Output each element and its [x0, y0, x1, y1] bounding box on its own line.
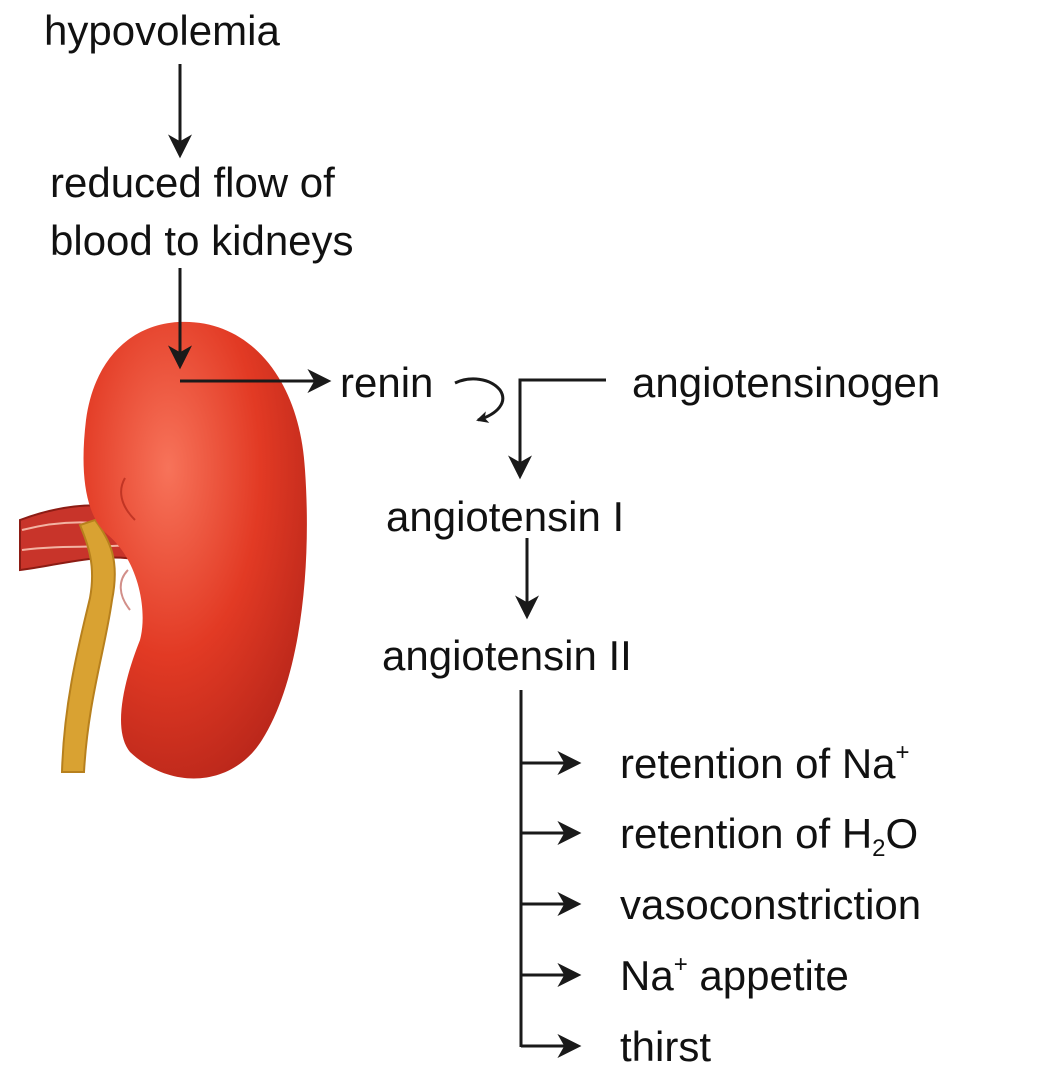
label-reduced-flow-line1: reduced flow of [50, 159, 335, 206]
label-reduced-flow-line2: blood to kidneys [50, 217, 354, 264]
kidney-body [83, 321, 307, 779]
label-renin: renin [340, 359, 434, 406]
effect-na-appetite: Na+ appetite [620, 951, 849, 999]
kidney-icon [19, 321, 307, 779]
arrow-angiotensinogen [508, 378, 606, 480]
label-hypovolemia: hypovolemia [44, 7, 280, 54]
label-angiotensin-1: angiotensin I [386, 493, 625, 540]
ureter [60, 518, 116, 773]
effect-vasoconstriction: vasoconstriction [620, 881, 922, 928]
label-angiotensinogen: angiotensinogen [632, 359, 941, 406]
effect-retention-h2o: retention of H2O [620, 810, 919, 862]
effect-thirst: thirst [620, 1023, 712, 1070]
label-angiotensin-2: angiotensin II [382, 632, 632, 679]
arrow-renin-curl [454, 377, 505, 423]
effect-retention-na: retention of Na+ [620, 739, 910, 787]
flow-arrows [168, 64, 606, 1058]
